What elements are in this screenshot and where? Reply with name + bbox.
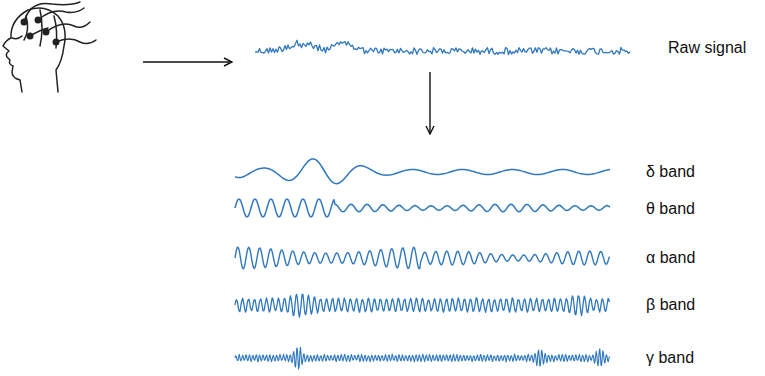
electrode bbox=[43, 29, 50, 36]
electrode bbox=[35, 17, 42, 24]
alpha-waveform bbox=[235, 247, 609, 269]
electrode-wire bbox=[38, 8, 84, 20]
beta-waveform bbox=[235, 294, 610, 317]
electrode bbox=[27, 33, 34, 40]
raw-waveform bbox=[255, 40, 630, 54]
flow-arrow bbox=[429, 72, 430, 134]
waveforms bbox=[235, 40, 630, 369]
delta-waveform bbox=[235, 159, 610, 184]
theta-waveform bbox=[235, 199, 610, 217]
band-label: β band bbox=[646, 295, 695, 314]
electrodes bbox=[21, 17, 60, 46]
electrode-wire bbox=[56, 39, 96, 44]
band-label: θ band bbox=[646, 199, 695, 218]
electrode-wire bbox=[46, 22, 90, 32]
head-icon bbox=[3, 2, 96, 92]
flow-arrow bbox=[143, 61, 232, 62]
band-label: α band bbox=[646, 248, 695, 267]
head-outline bbox=[3, 8, 65, 92]
electrode bbox=[21, 19, 28, 26]
signal-label: Raw signal bbox=[668, 38, 746, 57]
cap-edge bbox=[12, 36, 22, 39]
band-label: γ band bbox=[646, 348, 694, 367]
electrode bbox=[53, 39, 60, 46]
gamma-waveform bbox=[235, 347, 609, 369]
band-label: δ band bbox=[646, 162, 695, 181]
